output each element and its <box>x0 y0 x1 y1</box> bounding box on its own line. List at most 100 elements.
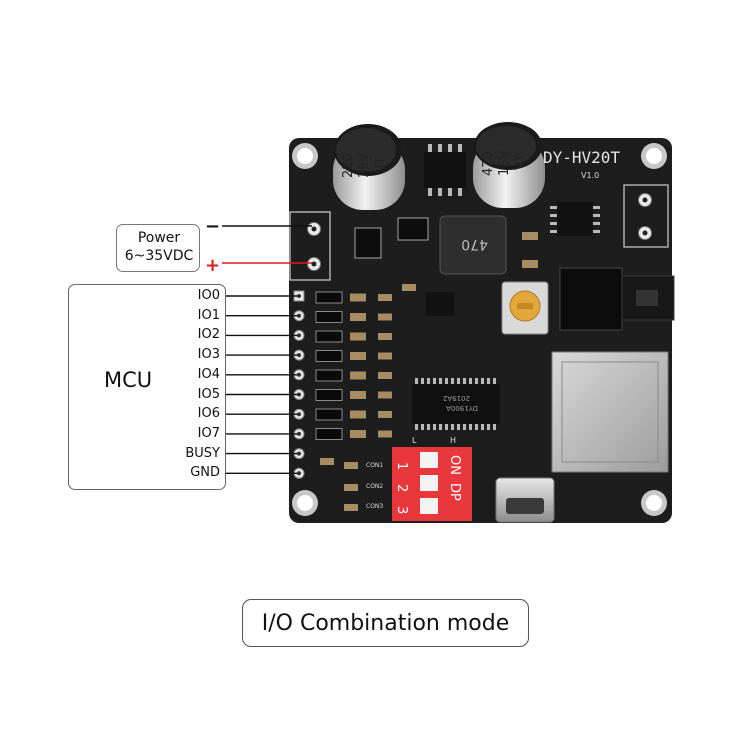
chip-pin <box>451 424 454 430</box>
chip-body <box>557 202 593 236</box>
mode-label: I/O Combination mode <box>261 610 510 636</box>
power-wires: − + <box>205 216 312 276</box>
smd-component <box>315 291 343 304</box>
power-plus-sign: + <box>205 255 220 276</box>
transistor <box>426 292 454 316</box>
inductor-label: 470 <box>461 236 488 252</box>
mounting-holes <box>292 143 667 516</box>
pin-label-io3: IO3 <box>197 347 220 363</box>
header-pad-hole <box>297 294 301 298</box>
chip-pin <box>421 424 424 430</box>
smd-component <box>378 372 392 379</box>
chip-pin <box>433 424 436 430</box>
chip-pin <box>433 378 436 384</box>
speaker-terminal-outline <box>623 184 669 248</box>
smd-resistor <box>522 260 538 268</box>
pin-label-gnd: GND <box>190 465 220 481</box>
dip-h-label: H <box>450 436 456 445</box>
chip-pin <box>439 378 442 384</box>
pot-slot <box>517 303 533 309</box>
chip-pin <box>439 424 442 430</box>
dip-on-label: ON <box>447 455 462 475</box>
smd-component <box>315 408 343 421</box>
power-terminal <box>289 211 331 281</box>
chip-pin <box>469 378 472 384</box>
chip-pin <box>421 378 424 384</box>
cap2-mark: VT <box>513 154 527 170</box>
chip-pin <box>475 378 478 384</box>
header-pad-hole <box>297 392 301 397</box>
mounting-hole-center <box>646 495 662 511</box>
audio-jack <box>559 267 675 331</box>
smd-resistor <box>522 232 538 240</box>
smd-resistor <box>344 504 358 511</box>
power-label-box: Power 6~35VDC <box>116 224 200 272</box>
chip-pin <box>427 378 430 384</box>
capacitor-1-text: 220 35V VT <box>341 152 387 178</box>
chip-body <box>412 384 500 424</box>
chip-body <box>424 152 466 188</box>
mounting-hole-center <box>297 148 313 164</box>
header-pad-hole <box>297 451 301 456</box>
power-terminal-outline <box>289 211 331 281</box>
smd-component <box>350 430 366 438</box>
smd-component <box>315 311 343 323</box>
chip-pin <box>427 424 430 430</box>
smd-resistor <box>344 462 358 469</box>
smd-component <box>397 217 429 241</box>
con2-label: CON2 <box>366 483 383 490</box>
chip-pin <box>475 424 478 430</box>
pin-label-io0: IO0 <box>197 288 220 303</box>
board-model-label: DY-HV20T <box>543 148 620 167</box>
smd-component <box>350 293 366 302</box>
smd-component <box>378 352 392 360</box>
chip-pin <box>415 424 418 430</box>
mcu-label: MCU <box>104 368 153 392</box>
chip-pin <box>463 424 466 430</box>
smd-component <box>350 371 366 380</box>
smd-component <box>350 352 366 360</box>
chip-pin <box>463 378 466 384</box>
chip-pin <box>451 378 454 384</box>
mounting-hole-center <box>646 148 662 164</box>
cap1-value: 220 <box>341 153 356 178</box>
chip-pin <box>469 424 472 430</box>
smd-component <box>315 428 343 440</box>
inductor-body <box>439 215 507 275</box>
cap2-value: 470 <box>481 151 496 176</box>
con3-label: CON3 <box>366 503 383 510</box>
header-pad-hole <box>297 471 301 476</box>
chip-pin <box>493 424 496 430</box>
io-resistor-array <box>315 291 392 440</box>
chip-text-1: DY1900A <box>446 404 478 412</box>
header-pad-hole <box>297 372 301 377</box>
pin-label-io4: IO4 <box>197 366 220 382</box>
capacitor-220uf: 220 35V VT <box>333 124 405 210</box>
power-minus-sign: − <box>205 216 220 237</box>
mode-label-box: I/O Combination mode <box>242 599 529 647</box>
sd-slot-frame <box>561 361 659 463</box>
micro-usb-connector <box>495 477 555 523</box>
smd-component <box>350 391 366 399</box>
mcu-box <box>68 284 226 490</box>
chip-pin <box>487 424 490 430</box>
decoder-chip: DY1900A 2019A2 <box>412 378 500 430</box>
dip-l-label: L <box>412 436 417 445</box>
jack-body <box>559 267 623 331</box>
chip-text-2: 2019A2 <box>443 394 470 402</box>
dip-number-2: 2 <box>394 484 409 492</box>
usb-port <box>506 498 544 514</box>
cap1-voltage: 35V <box>357 152 372 178</box>
smd-component <box>378 333 392 340</box>
smd-component <box>315 330 343 343</box>
smd-component <box>315 369 343 382</box>
chip-pin <box>481 424 484 430</box>
smd-resistor <box>402 284 416 291</box>
diode <box>354 227 382 259</box>
header-pad-hole <box>297 313 301 318</box>
smd-resistor <box>344 484 358 491</box>
smd-component <box>378 411 392 418</box>
sd-slot-body <box>551 351 669 473</box>
power-title: Power <box>137 230 181 246</box>
capacitor-top-inner <box>476 126 536 166</box>
